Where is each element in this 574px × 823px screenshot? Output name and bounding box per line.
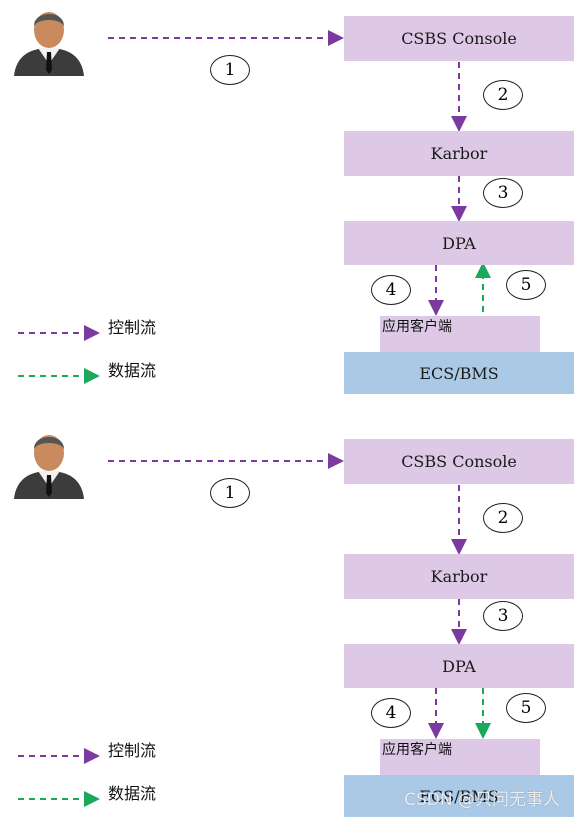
legend-data-label: 数据流 bbox=[108, 361, 157, 380]
csbs-console-box: CSBS Console bbox=[344, 439, 574, 484]
diagram-panel-1: CSBS Console Karbor DPA 应用客户端 ECS/BMS 1 … bbox=[0, 0, 574, 400]
karbor-box: Karbor bbox=[344, 554, 574, 599]
step-4-badge: 4 bbox=[371, 698, 411, 728]
flow-arrows bbox=[18, 30, 491, 384]
step-3-badge: 3 bbox=[483, 178, 523, 208]
step-3-badge: 3 bbox=[483, 601, 523, 631]
dpa-box: DPA bbox=[344, 221, 574, 265]
step-1-badge: 1 bbox=[210, 478, 250, 508]
legend-control-label: 控制流 bbox=[108, 741, 157, 760]
step-2-badge: 2 bbox=[483, 80, 523, 110]
legend-data-label: 数据流 bbox=[108, 784, 157, 803]
watermark: CSDN @只问无事人 bbox=[404, 790, 560, 810]
user-avatar-icon bbox=[14, 435, 84, 499]
step-1-badge: 1 bbox=[210, 55, 250, 85]
legend-control-label: 控制流 bbox=[108, 318, 157, 337]
step-4-badge: 4 bbox=[371, 275, 411, 305]
app-client-box: 应用客户端 bbox=[380, 316, 540, 352]
ecs-bms-box: ECS/BMS bbox=[344, 775, 574, 817]
diagram-panel-2: CSBS Console Karbor DPA 应用客户端 ECS/BMS 1 … bbox=[0, 423, 574, 823]
step-5-badge: 5 bbox=[506, 693, 546, 723]
dpa-box: DPA bbox=[344, 644, 574, 688]
app-client-box: 应用客户端 bbox=[380, 739, 540, 775]
flow-arrows bbox=[18, 453, 491, 807]
ecs-bms-box: ECS/BMS bbox=[344, 352, 574, 394]
karbor-box: Karbor bbox=[344, 131, 574, 176]
user-avatar-icon bbox=[14, 12, 84, 76]
step-5-badge: 5 bbox=[506, 270, 546, 300]
step-2-badge: 2 bbox=[483, 503, 523, 533]
csbs-console-box: CSBS Console bbox=[344, 16, 574, 61]
